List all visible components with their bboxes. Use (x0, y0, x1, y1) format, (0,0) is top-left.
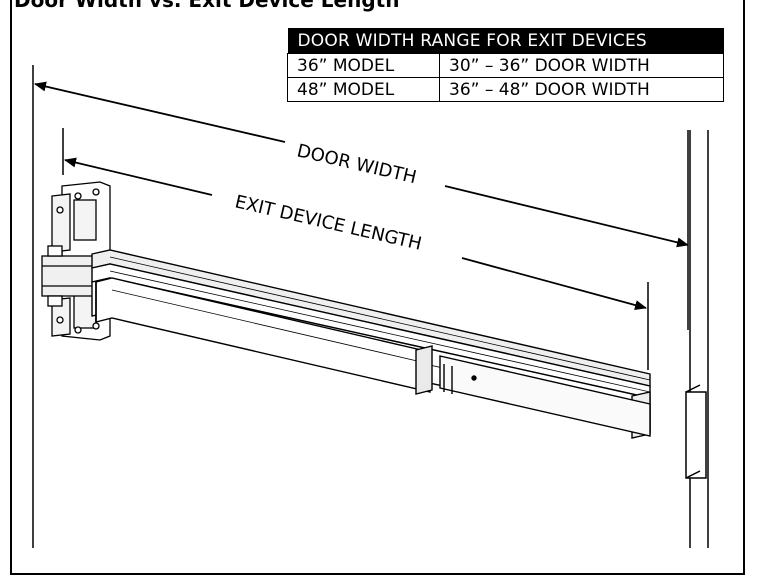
end-cap (439, 355, 651, 437)
model-cell: 48” MODEL (287, 77, 440, 102)
width-cell: 36” – 48” DOOR WIDTH (439, 77, 724, 102)
figure-border (10, 0, 745, 575)
table-row: 48” MODEL 36” – 48” DOOR WIDTH (287, 77, 724, 102)
door-width-label: DOOR WIDTH (295, 140, 419, 188)
width-cell: 30” – 36” DOOR WIDTH (439, 53, 724, 78)
door-jamb-right (685, 130, 709, 548)
door-width-range-table: DOOR WIDTH RANGE FOR EXIT DEVICES 36” MO… (287, 28, 724, 102)
figure-heading: Door Width vs. Exit Device Length (14, 0, 400, 12)
push-pad (95, 277, 433, 395)
exit-device-length-label: EXIT DEVICE LENGTH (233, 191, 424, 254)
mounting-plate (41, 181, 111, 341)
model-cell: 36” MODEL (287, 53, 440, 78)
table-row: 36” MODEL 30” – 36” DOOR WIDTH (287, 53, 724, 78)
table-title: DOOR WIDTH RANGE FOR EXIT DEVICES (287, 28, 724, 54)
